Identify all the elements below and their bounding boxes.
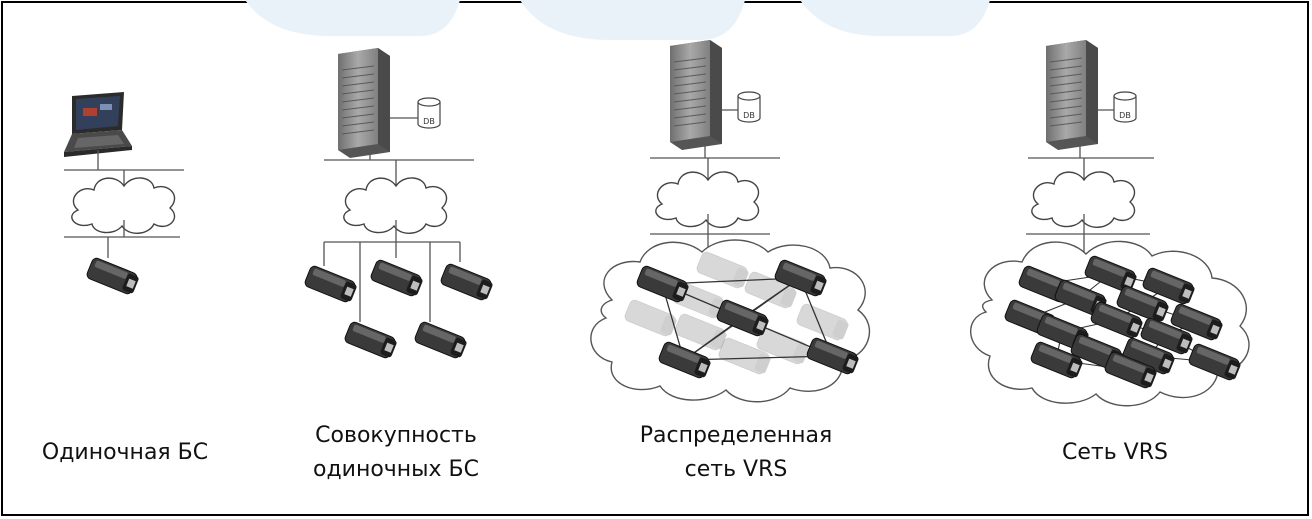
db-label: DB <box>1119 111 1131 120</box>
caption-distributed: Распределенная сеть VRS <box>626 419 846 487</box>
caption-line: Совокупность <box>315 423 477 448</box>
gnss-receiver-icon <box>85 256 141 297</box>
db-label: DB <box>423 117 435 126</box>
db-label: DB <box>743 111 755 120</box>
caption-line: Сеть VRS <box>1062 440 1168 465</box>
laptop-icon <box>64 92 132 157</box>
gnss-receiver-icon <box>439 262 495 303</box>
panel-single <box>64 92 184 297</box>
cloud-icon <box>71 177 176 234</box>
gnss-receiver-icon <box>369 258 425 299</box>
caption-line: одиночных БС <box>312 457 480 482</box>
caption-network: Сеть VRS <box>1030 436 1200 470</box>
gnss-receiver-icon <box>413 320 469 361</box>
cloud-icon <box>343 177 448 234</box>
panel-network: DB <box>970 39 1250 407</box>
caption-line: Одиночная БС <box>41 440 209 465</box>
server-icon <box>1045 39 1099 151</box>
cloud-icon <box>655 171 760 228</box>
panel-multi: DB <box>303 47 495 361</box>
panel-distributed: DB <box>590 39 871 403</box>
server-icon <box>669 39 723 151</box>
caption-line: Распределенная <box>639 423 833 448</box>
caption-line: сеть VRS <box>684 457 788 482</box>
cloud-icon <box>1031 171 1136 228</box>
server-icon <box>337 47 391 159</box>
gnss-receiver-icon <box>303 264 359 305</box>
caption-single: Одиночная БС <box>30 436 220 470</box>
gnss-receiver-icon <box>343 320 399 361</box>
caption-multi: Совокупность одиночных БС <box>296 419 496 487</box>
